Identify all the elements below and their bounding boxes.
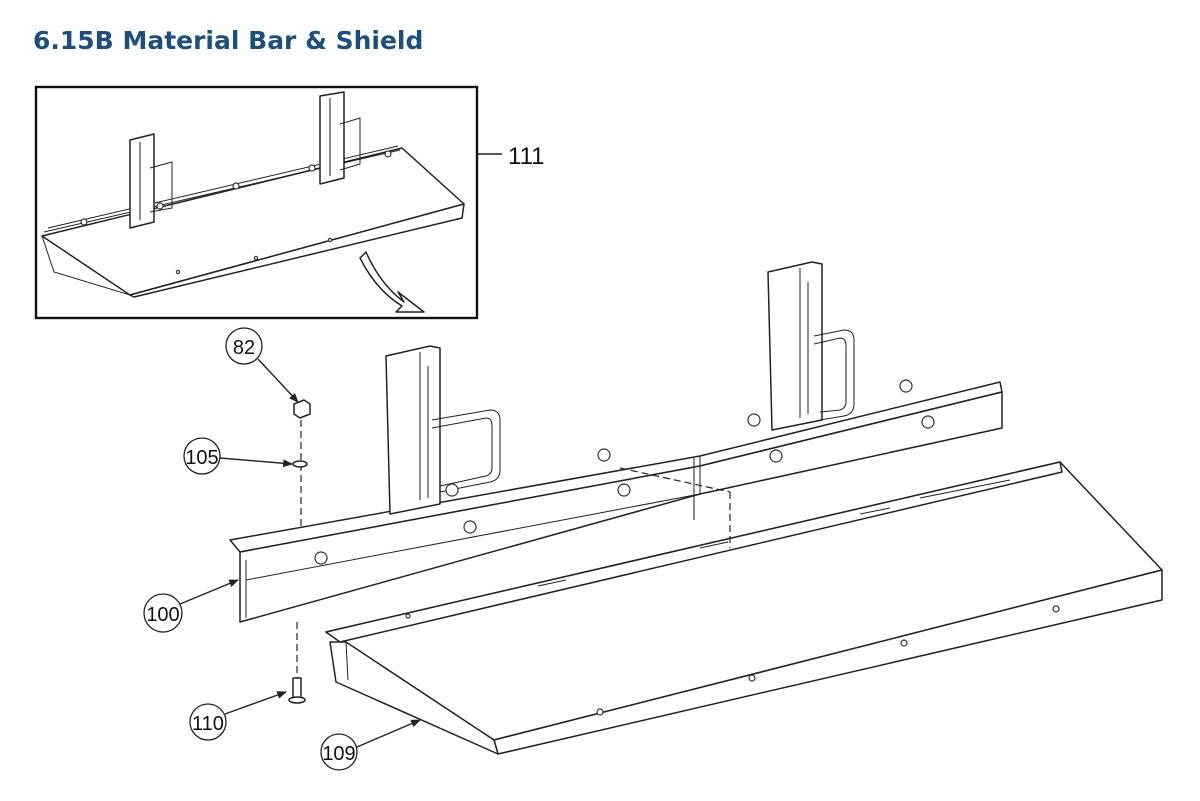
shield: [325, 461, 1163, 755]
nut: [293, 399, 311, 419]
callout-105: 105: [185, 447, 218, 469]
assembled-view-inset: [34, 85, 479, 320]
callout-110-group: 110: [189, 691, 287, 741]
material-bar: [229, 381, 1003, 623]
callout-82: 82: [233, 337, 255, 359]
callout-105-group: 105: [183, 437, 293, 475]
callout-109: 109: [322, 743, 355, 765]
callout-82-group: 82: [225, 327, 299, 403]
callout-110: 110: [192, 713, 224, 735]
bolt: [288, 677, 306, 704]
callout-109-group: 109: [320, 719, 421, 771]
hidden-line: [619, 467, 731, 493]
washer: [292, 460, 308, 468]
callout-111: 111: [508, 143, 544, 170]
bar-uprights: [385, 261, 913, 515]
callout-100-group: 100: [143, 579, 239, 633]
callout-100: 100: [146, 604, 179, 626]
page-title: 6.15B Material Bar & Shield: [33, 26, 424, 55]
hardware-stack: [288, 399, 311, 704]
